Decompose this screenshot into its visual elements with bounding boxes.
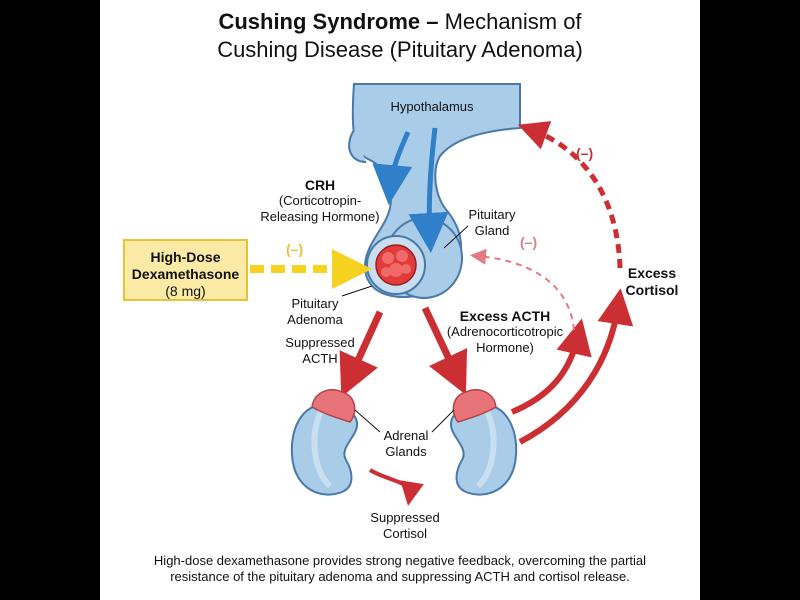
left-adrenal-kidney [290,388,358,496]
label-suppressed-acth-2: ACTH [302,351,338,366]
label-crh-full-2: Releasing Hormone) [260,209,380,224]
label-hypothalamus: Hypothalamus [390,99,474,114]
suppressed-acth-arrow [339,310,384,398]
crh-arrow-2 [408,127,449,253]
label-suppressed-cortisol-1: Suppressed [370,510,440,525]
adenoma-shape [366,235,426,295]
excess-acth-arrow [421,306,468,396]
label-crh-full-1: (Corticotropin- [278,193,362,208]
title-line-1: Cushing Syndrome – Mechanism of [100,8,700,36]
crh-arrow-1 [372,130,413,205]
label-crh: CRH [304,177,336,193]
label-dexa-negative: (–) [286,241,304,257]
label-adrenal-2: Glands [385,444,427,459]
adrenal-pointer-left [354,409,381,433]
label-excess-cortisol-2: Cortisol [625,282,679,298]
adenoma-pointer [341,285,373,297]
diagram-svg [250,83,634,506]
excess-cortisol-arrow-inner [510,318,592,415]
label-excess-cortisol-1: Excess [627,265,677,281]
label-excess-acth: Excess ACTH [459,308,551,324]
label-weak-negative: (–) [520,234,538,250]
label-pituitary-1: Pituitary [468,207,516,222]
label-cortisol-negative: (–) [576,145,594,161]
dexamethasone-dose: (8 mg) [165,283,206,299]
suppressed-cortisol-arrow [368,468,424,506]
label-excess-acth-full-1: (Adrenocorticotropic [446,324,564,339]
cortisol-feedback-dashed [517,121,623,269]
adrenal-pointer-right [431,409,455,433]
label-suppressed-acth-1: Suppressed [285,335,355,350]
label-adenoma-2: Adenoma [287,312,343,327]
title-bold: Cushing Syndrome – [218,9,439,34]
label-adenoma-1: Pituitary [291,296,339,311]
caption: High-dose dexamethasone provides strong … [120,553,680,585]
label-adrenal-1: Adrenal [383,428,429,443]
dexamethasone-title-1: High-Dose [150,249,221,265]
label-excess-acth-full-2: Hormone) [476,340,534,355]
title-rest: Mechanism of [438,9,582,34]
label-pituitary-2: Gland [474,223,510,238]
caption-line-2: resistance of the pituitary adenoma and … [170,569,630,584]
diagram-canvas: Cushing Syndrome – Mechanism of Cushing … [100,0,700,600]
pituitary-pointer [443,225,469,249]
weak-feedback-dashed [470,248,575,331]
label-suppressed-cortisol-2: Cortisol [382,526,428,541]
dexamethasone-box: High-Dose Dexamethasone (8 mg) [123,239,248,301]
caption-line-1: High-dose dexamethasone provides strong … [153,553,647,568]
right-adrenal-kidney [450,388,518,496]
excess-cortisol-arrow-outer [518,288,634,445]
title-line-2: Cushing Disease (Pituitary Adenoma) [217,37,583,62]
dexamethasone-title-2: Dexamethasone [131,266,240,282]
